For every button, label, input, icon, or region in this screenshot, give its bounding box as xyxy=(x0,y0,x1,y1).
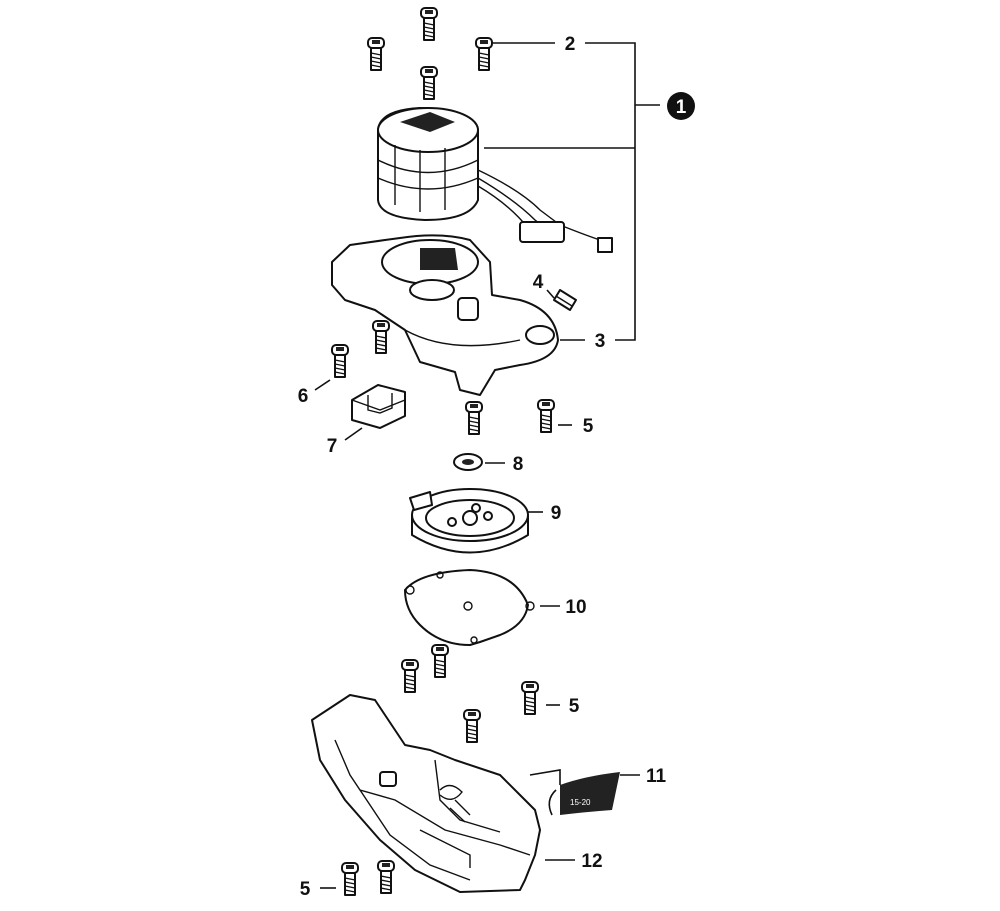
screw-housing-1 xyxy=(372,320,390,354)
callout-7: 7 xyxy=(327,436,338,457)
decal-text: 15-20 xyxy=(570,798,591,807)
screw-cover-1 xyxy=(401,659,419,693)
screw-top-1 xyxy=(420,7,438,41)
screw-top-2 xyxy=(367,37,385,71)
callout-11: 11 xyxy=(646,766,667,787)
callout-1-badge xyxy=(667,92,695,120)
motor-stator xyxy=(377,107,613,253)
washer-8 xyxy=(453,453,483,471)
screw-5c-1 xyxy=(341,862,359,896)
block-7 xyxy=(351,384,406,429)
decal-11: 15-20 xyxy=(548,772,620,816)
gear-9 xyxy=(409,488,529,554)
screw-top-4 xyxy=(420,66,438,100)
leader-lines xyxy=(314,42,660,889)
callout-4: 4 xyxy=(533,272,544,293)
gasket-10 xyxy=(404,569,535,646)
cover-12 xyxy=(311,694,541,893)
callout-6: 6 xyxy=(298,386,309,407)
screw-cover-2 xyxy=(431,644,449,678)
callout-9: 9 xyxy=(551,503,562,524)
screw-5b xyxy=(521,681,539,715)
callout-1: 1 xyxy=(676,97,687,118)
screw-top-3 xyxy=(475,37,493,71)
callout-5a: 5 xyxy=(583,416,594,437)
screw-5a-1 xyxy=(465,401,483,435)
callout-2: 2 xyxy=(565,34,576,55)
screw-cover-3 xyxy=(463,709,481,743)
callout-5c: 5 xyxy=(300,879,311,900)
callout-10: 10 xyxy=(565,597,586,618)
callout-5b: 5 xyxy=(569,696,580,717)
gear-housing xyxy=(331,234,559,396)
callout-8: 8 xyxy=(513,454,524,475)
callout-3: 3 xyxy=(595,331,606,352)
screw-5c-2 xyxy=(377,860,395,894)
screw-6 xyxy=(331,344,349,378)
grease-fitting xyxy=(546,289,577,311)
callout-12: 12 xyxy=(581,851,602,872)
screw-5a-2 xyxy=(537,399,555,433)
